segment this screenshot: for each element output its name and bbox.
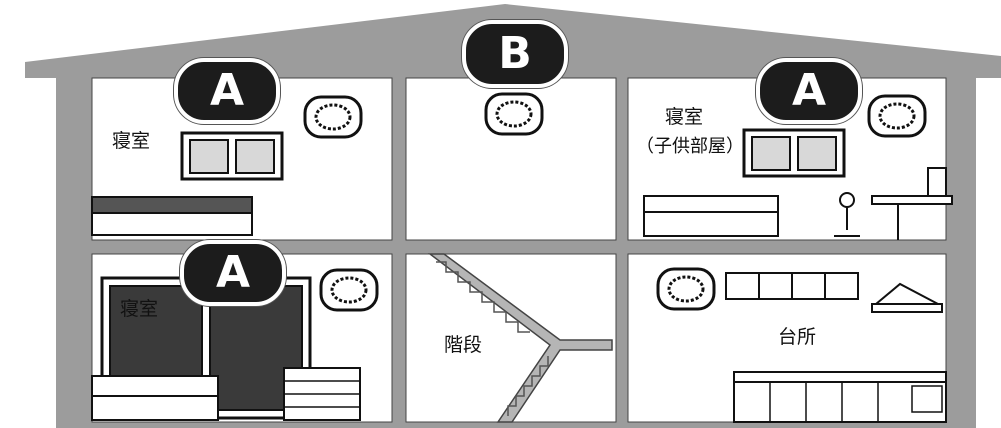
desk-icon — [871, 167, 953, 240]
smoke-detector-icon — [484, 92, 544, 136]
room-label-bedroom-top-right: 寝室 — [665, 106, 704, 128]
cabinet-icon — [725, 272, 859, 300]
bed-icon — [91, 375, 219, 421]
marker-a-bedroom-top-left: A — [174, 58, 280, 124]
smoke-detector-icon — [303, 95, 363, 139]
dresser-icon — [283, 367, 361, 421]
kitchen-counter-icon — [733, 371, 947, 423]
bed-icon — [643, 195, 779, 237]
chair-icon — [834, 192, 860, 237]
room-label-kitchen: 台所 — [778, 326, 817, 348]
smoke-detector-icon — [867, 94, 927, 138]
window-icon — [180, 131, 284, 181]
room-label-bedroom-top-left: 寝室 — [112, 130, 151, 152]
marker-a-bedroom-bottom-left: A — [180, 240, 286, 306]
room-stairwell-bottom — [405, 253, 617, 423]
smoke-detector-icon — [656, 267, 716, 311]
room-label-bedroom-top-right-note: （子供部屋） — [636, 136, 744, 157]
room-label-bedroom-bottom-left: 寝室 — [120, 298, 159, 320]
room-label-stairs: 階段 — [444, 334, 483, 356]
smoke-detector-icon — [319, 268, 379, 312]
marker-b-stairwell: B — [462, 20, 568, 88]
window-icon — [742, 128, 846, 178]
range-hood-icon — [871, 282, 943, 313]
marker-a-bedroom-top-right: A — [756, 58, 862, 124]
staircase-icon — [427, 253, 613, 423]
bed-icon — [91, 196, 253, 236]
